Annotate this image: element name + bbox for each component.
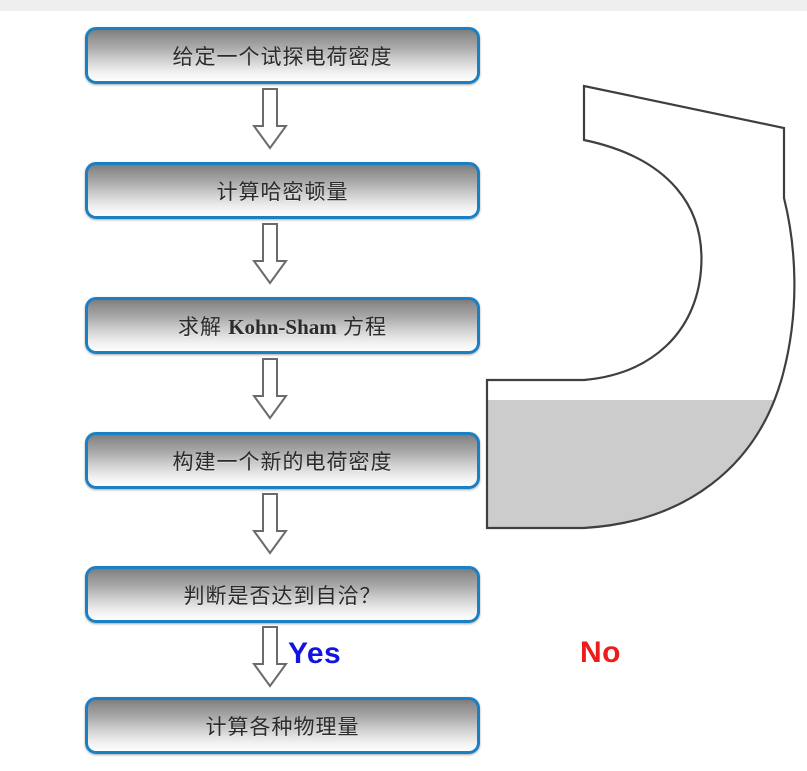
connector-arrow-5-yes: [252, 626, 288, 688]
process-box-hamiltonian[interactable]: 计算哈密顿量: [85, 162, 480, 219]
box-label: 判断是否达到自洽？: [183, 583, 382, 608]
process-box-kohn-sham[interactable]: 求解 Kohn-Sham 方程: [85, 297, 480, 354]
process-box-physical-quantities[interactable]: 计算各种物理量: [85, 697, 480, 754]
connector-arrow-2: [252, 223, 288, 285]
box-label: 计算各种物理量: [205, 714, 360, 739]
box-label-prefix: 求解: [177, 314, 229, 339]
process-box-new-density[interactable]: 构建一个新的电荷密度: [85, 432, 480, 489]
box-label-suffix: 方程: [336, 314, 388, 339]
box-label: 给定一个试探电荷密度: [172, 44, 393, 69]
connector-arrow-4: [252, 493, 288, 555]
connector-arrow-1: [252, 88, 288, 150]
connector-arrow-3: [252, 358, 288, 420]
process-box-initial-density[interactable]: 给定一个试探电荷密度: [85, 27, 480, 84]
decision-box-convergence[interactable]: 判断是否达到自洽？: [85, 566, 480, 623]
branch-label-yes: Yes: [288, 637, 342, 670]
loop-back-arrow: [485, 84, 796, 530]
box-label: 求解 Kohn-Sham 方程: [178, 311, 387, 341]
box-label: 构建一个新的电荷密度: [172, 449, 393, 474]
box-label: 计算哈密顿量: [216, 179, 349, 204]
box-label-latin: Kohn-Sham: [228, 314, 337, 339]
branch-label-no: No: [580, 636, 621, 669]
top-band: [0, 0, 807, 11]
